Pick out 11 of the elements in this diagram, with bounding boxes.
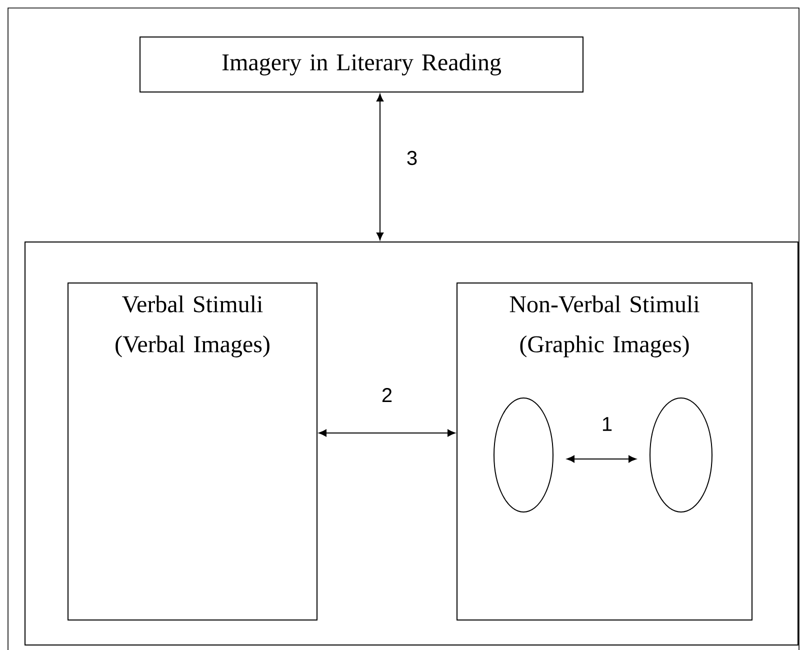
container-box xyxy=(24,242,798,646)
arrow xyxy=(566,455,636,463)
stimuli-box: Verbal Stimuli (Verbal Images) xyxy=(68,282,318,620)
ellipse xyxy=(650,398,712,512)
edge-label: 1 xyxy=(602,417,612,431)
title-box: Imagery in Literary Reading xyxy=(140,36,584,92)
arrow xyxy=(318,429,456,437)
ellipse xyxy=(494,398,554,512)
edge-label: 3 xyxy=(407,150,417,166)
arrow xyxy=(376,94,384,240)
edge-label: 2 xyxy=(382,388,392,402)
